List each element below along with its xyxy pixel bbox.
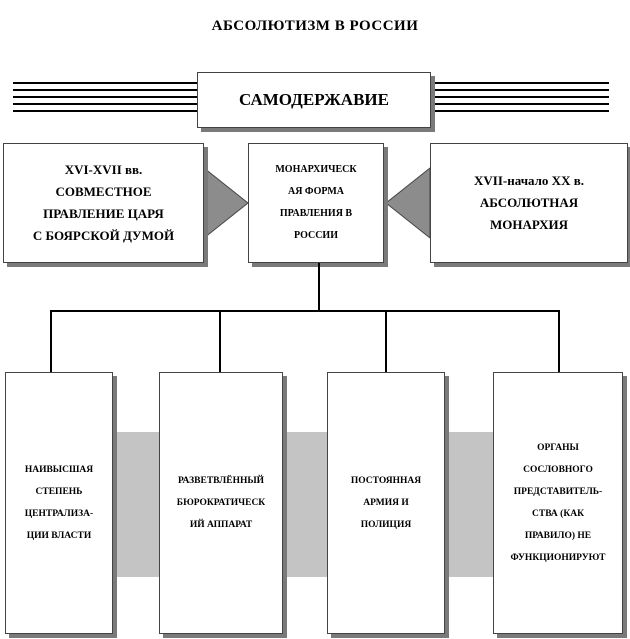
left-arrow-triangle — [203, 166, 249, 240]
right-arrow-triangle — [385, 166, 431, 240]
left-line-3 — [13, 96, 197, 98]
absolute-monarchy-box: XVII-начало XX в. АБСОЛЮТНАЯ МОНАРХИЯ — [430, 143, 628, 263]
right-line-1 — [431, 82, 609, 84]
gray-connector-3 — [445, 432, 493, 577]
left-line-1 — [13, 82, 197, 84]
tree-leg-3 — [385, 310, 387, 372]
gray-connector-1 — [113, 432, 159, 577]
right-line-4 — [431, 103, 609, 105]
centralization-box: НАИВЫСШАЯ СТЕПЕНЬ ЦЕНТРАЛИЗА- ЦИИ ВЛАСТИ — [5, 372, 113, 634]
tree-leg-4 — [558, 310, 560, 372]
tree-leg-2 — [219, 310, 221, 372]
tree-branch-line — [50, 310, 560, 312]
tree-leg-1 — [50, 310, 52, 372]
monarchy-form-box: МОНАРХИЧЕСК АЯ ФОРМА ПРАВЛЕНИЯ В РОССИИ — [248, 143, 384, 263]
left-line-4 — [13, 103, 197, 105]
diagram-title: АБСОЛЮТИЗМ В РОССИИ — [211, 18, 419, 34]
army-police-box: ПОСТОЯННАЯ АРМИЯ И ПОЛИЦИЯ — [327, 372, 445, 634]
left-line-2 — [13, 89, 197, 91]
tree-trunk-line — [318, 263, 320, 311]
right-line-3 — [431, 96, 609, 98]
gray-connector-2 — [283, 432, 327, 577]
autocracy-box: САМОДЕРЖАВИЕ — [197, 72, 431, 128]
left-line-5 — [13, 110, 197, 112]
estate-representation-box: ОРГАНЫ СОСЛОВНОГО ПРЕДСТАВИТЕЛЬ- СТВА (К… — [493, 372, 623, 634]
bureaucracy-box: РАЗВЕТВЛЁННЫЙ БЮРОКРАТИЧЕСК ИЙ АППАРАТ — [159, 372, 283, 634]
right-line-2 — [431, 89, 609, 91]
right-line-5 — [431, 110, 609, 112]
boyar-duma-box: XVI-XVII вв. СОВМЕСТНОЕ ПРАВЛЕНИЕ ЦАРЯ С… — [3, 143, 204, 263]
